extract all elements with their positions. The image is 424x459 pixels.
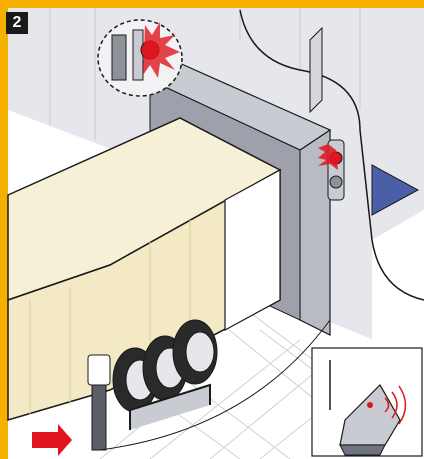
step-number-badge: 2 — [6, 12, 28, 34]
callout-bubble — [98, 20, 182, 96]
window — [310, 28, 322, 112]
chock-holder — [88, 355, 110, 385]
sensor-inset — [312, 348, 422, 456]
